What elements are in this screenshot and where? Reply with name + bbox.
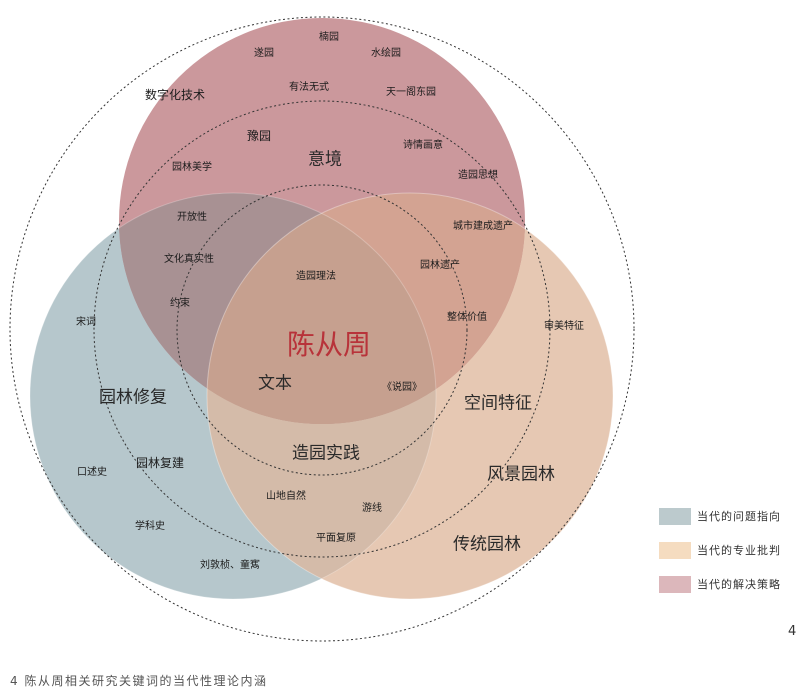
keyword-yijing: 意境 [308, 149, 342, 170]
keyword-garden-aesthetics: 园林美学 [172, 162, 212, 173]
keyword-discipline-history: 学科史 [135, 521, 165, 532]
triple-overlap [207, 193, 436, 424]
keyword-garden-method: 造园理法 [296, 271, 336, 282]
keyword-garden-heritage: 园林遗产 [420, 260, 460, 271]
keyword-aesthetic-features: 审美特征 [544, 321, 584, 332]
keyword-tour-route: 游线 [362, 503, 382, 514]
inner-dashed-ring [176, 184, 468, 476]
keyword-tianyige: 天一阁东园 [386, 87, 436, 98]
keyword-digital-tech: 数字化技术 [144, 88, 206, 102]
legend-item-strategy: 当代的解决策略 [659, 575, 781, 593]
legend-item-critique: 当代的专业批判 [659, 541, 781, 559]
legend-item-problem: 当代的问题指向 [659, 507, 781, 525]
keyword-songci: 宋词 [76, 317, 96, 328]
keyword-youfawushi: 有法无式 [289, 82, 329, 93]
middle-dashed-ring [93, 100, 551, 558]
keyword-garden-thought: 造园思想 [458, 170, 498, 181]
keyword-garden-rebuild: 园林复建 [135, 456, 185, 470]
legend-swatch-peach [659, 541, 691, 559]
legend-label: 当代的问题指向 [697, 510, 781, 523]
keyword-traditional-garden: 传统园林 [453, 534, 521, 555]
legend-swatch-blue [659, 507, 691, 525]
keyword-yuyuan: 豫园 [246, 129, 272, 143]
figure-caption: 4 陈从周相关研究关键词的当代性理论内涵 [10, 674, 268, 688]
keyword-shiqinghuayi: 诗情画意 [403, 140, 443, 151]
keyword-spatial-features: 空间特征 [464, 393, 532, 414]
keyword-constraint: 约束 [170, 298, 190, 309]
keyword-suiyuan: 遂园 [254, 48, 274, 59]
keyword-garden-restoration: 园林修复 [99, 387, 167, 408]
page-number: 4 [788, 624, 797, 639]
keyword-openness: 开放性 [177, 212, 207, 223]
keyword-oral-history: 口述史 [77, 467, 107, 478]
keyword-nanyuan: 楠园 [319, 32, 339, 43]
legend-swatch-pink [659, 575, 691, 593]
legend-label: 当代的解决策略 [697, 578, 781, 591]
center-label-chen-congzhou: 陈从周 [286, 328, 372, 361]
keyword-text: 文本 [258, 373, 292, 394]
keyword-mountain-nature: 山地自然 [266, 491, 306, 502]
legend-label: 当代的专业批判 [697, 544, 781, 557]
keyword-liu-tong: 刘敦桢、童寯 [200, 560, 260, 571]
keyword-cultural-authenticity: 文化真实性 [164, 254, 214, 265]
keyword-landscape-architecture: 风景园林 [487, 464, 555, 485]
outer-dashed-ring [9, 16, 635, 642]
keyword-plan-restoration: 平面复原 [316, 533, 356, 544]
keyword-overall-value: 整体价值 [447, 312, 487, 323]
keyword-garden-practice: 造园实践 [292, 443, 360, 464]
keyword-urban-heritage: 城市建成遗产 [453, 221, 513, 232]
keyword-shuoyuan: 《说园》 [382, 382, 422, 393]
keyword-shuihuiyuan: 水绘园 [371, 48, 401, 59]
